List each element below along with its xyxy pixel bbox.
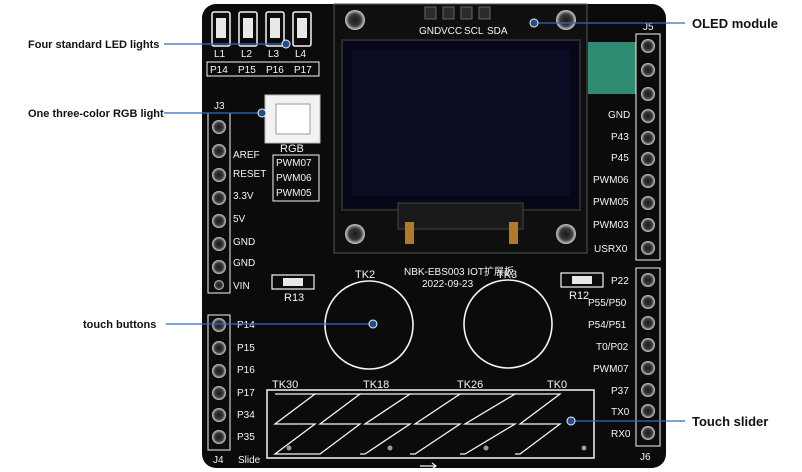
resistor-r13: R13 <box>271 274 315 304</box>
callout-dot-touch-slider <box>566 416 576 426</box>
r13-label: R13 <box>284 292 304 304</box>
rgb-label: RGB <box>280 143 304 155</box>
j5-pin-label-5: PWM05 <box>593 197 629 208</box>
callout-oled: OLED module <box>692 16 778 31</box>
led-group: L1 L2 L3 L4 P14 P15 P16 P17 <box>206 11 320 77</box>
callout-dot-oled <box>529 18 539 28</box>
j5-pin-label-4: PWM06 <box>593 175 629 186</box>
slider-key-3: TK26 <box>457 379 483 391</box>
j5-outline <box>635 33 661 261</box>
j3-pin-label-5: GND <box>233 237 255 248</box>
j5-label: J5 <box>643 22 654 33</box>
slider-key-4: TK0 <box>547 379 567 391</box>
j5-pin-label-6: PWM03 <box>593 220 629 231</box>
j6-pin-label-2: P55/P50 <box>588 298 627 309</box>
callout-rgb: One three-color RGB light <box>28 108 164 120</box>
slider-key-2: TK18 <box>363 379 389 391</box>
touch-slider: TK30 TK18 TK26 TK0 <box>266 379 595 470</box>
pwm-label-box: PWM07 PWM06 PWM05 <box>272 154 320 202</box>
tk2-label: TK2 <box>355 269 375 281</box>
led-4 <box>292 11 312 47</box>
callout-lines <box>164 18 685 426</box>
j6-pin-label-4: T0/P02 <box>596 342 629 353</box>
j3-pin-label-3: 3.3V <box>233 191 254 202</box>
j6-pin-label-8: RX0 <box>611 429 631 440</box>
j3-pins <box>212 120 226 290</box>
led-3 <box>265 11 285 47</box>
j4-pin-label-1: P14 <box>237 320 255 331</box>
led-label-4: L4 <box>295 49 307 60</box>
oled-pin-gnd: GND <box>419 26 441 37</box>
j4-pin-label-2: P15 <box>237 343 255 354</box>
j4-pin-label-4: P17 <box>237 388 255 399</box>
j6-pin-label-1: P22 <box>611 276 629 287</box>
j5-pin-label-7: USRX0 <box>594 244 628 255</box>
j6-pin-label-5: PWM07 <box>593 364 629 375</box>
resistor-r12: R12 <box>560 272 604 302</box>
j3-pin-label-7: VIN <box>233 281 250 292</box>
j3-pin-label-2: RESET <box>233 169 266 180</box>
led-label-1: L1 <box>214 49 226 60</box>
led-label-2: L2 <box>241 49 253 60</box>
j5-pin-label-1: GND <box>608 110 630 121</box>
board-name: NBK-EBS003 IOT扩展板 <box>404 265 514 278</box>
j6-pins <box>641 273 655 440</box>
touch-button-tk3: TK3 <box>463 269 553 369</box>
oled-pin-sda: SDA <box>487 26 508 37</box>
j3-label: J3 <box>214 101 225 112</box>
j5-pin-label-3: P45 <box>611 153 629 164</box>
slider-key-1: TK30 <box>272 379 298 391</box>
led-1 <box>211 11 231 47</box>
led-pin-3: P16 <box>266 65 284 76</box>
j4-label: J4 <box>213 455 224 466</box>
j5-pins <box>641 39 655 255</box>
j6-pin-label-3: P54/P51 <box>588 320 627 331</box>
touch-button-tk2: TK2 <box>324 269 414 370</box>
j6-pin-label-7: TX0 <box>611 407 630 418</box>
led-pin-4: P17 <box>294 65 312 76</box>
tk3-label: TK3 <box>497 269 517 281</box>
led-pin-2: P15 <box>238 65 256 76</box>
led-pin-1: P14 <box>210 65 228 76</box>
callout-dot-rgb <box>257 108 267 118</box>
oled-pin-vcc: VCC <box>441 26 462 37</box>
j5-pin-label-2: P43 <box>611 132 629 143</box>
green-ribbon-tab <box>588 42 636 94</box>
j4-pins <box>212 318 226 444</box>
callout-dot-touch-buttons <box>368 319 378 329</box>
j6-label: J6 <box>640 452 651 463</box>
board-date: 2022-09-23 <box>422 279 474 290</box>
led-2 <box>238 11 258 47</box>
oled-pin-scl: SCL <box>464 26 484 37</box>
pwm-label-2: PWM06 <box>276 173 312 184</box>
pwm-label-1: PWM07 <box>276 158 312 169</box>
r12-label: R12 <box>569 290 589 302</box>
callout-dot-led <box>281 39 291 49</box>
j3-pin-label-4: 5V <box>233 214 246 225</box>
oled-module: GND VCC SCL SDA <box>333 3 588 254</box>
j4-pin-label-6: P35 <box>237 432 255 443</box>
slide-label: Slide <box>238 455 261 466</box>
pwm-label-3: PWM05 <box>276 188 312 199</box>
j6-outline <box>635 267 661 447</box>
j6-pin-label-6: P37 <box>611 386 629 397</box>
j4-outline <box>207 314 231 451</box>
j4-pin-label-5: P34 <box>237 410 255 421</box>
rgb-led: RGB <box>264 94 321 155</box>
slide-arrow <box>420 462 437 470</box>
callout-led: Four standard LED lights <box>28 39 159 51</box>
callout-touch-slider: Touch slider <box>692 414 768 429</box>
j3-pin-label-6: GND <box>233 258 255 269</box>
j3-pin-label-1: AREF <box>233 150 260 161</box>
led-label-3: L3 <box>268 49 280 60</box>
callout-touch-buttons: touch buttons <box>83 319 156 331</box>
j4-pin-label-3: P16 <box>237 365 255 376</box>
